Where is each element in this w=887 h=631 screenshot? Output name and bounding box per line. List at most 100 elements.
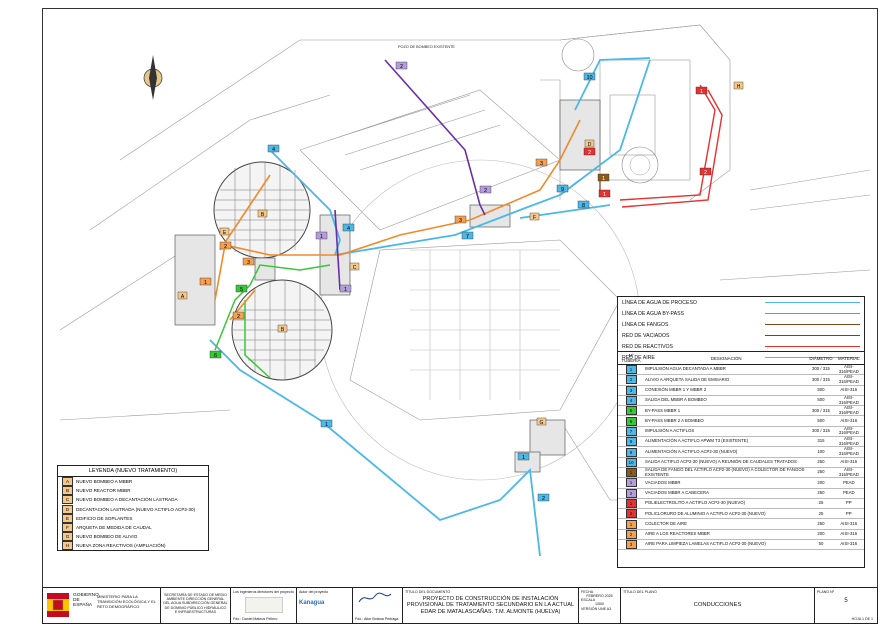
legend-line-label: LÍNEA DE AGUA BY-PASS bbox=[622, 310, 684, 317]
pipe-tag: 2 bbox=[699, 167, 712, 176]
pipe-designation: AIRE A LOS REACTORES MBBR bbox=[644, 529, 809, 541]
pipe-designation: ALIMENTACIÓN A ACTIFLO ACP2-30 (NUEVO) bbox=[644, 446, 809, 458]
pipe-designation: SALIDA DE FANGO DEL ACTIFLO ACP2-30 (NUE… bbox=[644, 467, 809, 479]
pipe-material: PEAD bbox=[833, 488, 864, 499]
pipe-number-tag: 9 bbox=[625, 447, 637, 457]
pipe-number-tag: 8 bbox=[625, 437, 637, 447]
pipe-number-cell: 8 bbox=[618, 436, 645, 448]
pipe-diameter: 50 bbox=[808, 539, 834, 551]
plan-title: CONDUCCIONES bbox=[693, 602, 742, 608]
plan-no-label: PLANO Nº bbox=[817, 590, 835, 594]
svg-text:B: B bbox=[261, 212, 265, 218]
bypass-lines bbox=[214, 264, 331, 379]
pipe-table-header: DIÁMETRO bbox=[808, 351, 834, 365]
pipe-tag: 3 bbox=[454, 215, 467, 224]
new-legend-title: LEYENDA (NUEVO TRATAMIENTO) bbox=[58, 466, 208, 477]
doc-title: PROYECTO DE CONSTRUCCIÓN DE INSTALACIÓN … bbox=[406, 596, 575, 615]
svg-text:C: C bbox=[353, 265, 357, 271]
svg-text:G: G bbox=[540, 420, 544, 426]
pipe-material: AISI-316 bbox=[833, 457, 864, 468]
legend-line-swatch bbox=[765, 301, 860, 304]
pipe-number-cell: 5 bbox=[618, 405, 645, 417]
place-letter-a: A bbox=[177, 291, 188, 300]
pipe-designation: VACIADOS MBBR bbox=[644, 477, 809, 489]
new-legend-text: NUEVO BOMBEO DE ALIVIO bbox=[76, 534, 138, 540]
svg-text:1: 1 bbox=[602, 176, 605, 182]
pipe-table-header: Nº TUBERÍA bbox=[618, 351, 645, 365]
pipe-diameter: 300 / 315 bbox=[808, 405, 834, 417]
reagent-lines bbox=[619, 84, 723, 208]
svg-text:6: 6 bbox=[214, 353, 217, 359]
pipe-designation: VACIADOS MBBR A CABECERA bbox=[644, 488, 809, 499]
pipe-number-tag: 10 bbox=[625, 457, 637, 467]
pipe-number-tag: 1 bbox=[625, 519, 637, 529]
new-legend-text: NUEVA ZONA REACTIVOS (AMPLIACIÓN) bbox=[76, 543, 166, 549]
pipe-number-cell: 1 bbox=[618, 477, 645, 489]
legend-line-row: LÍNEA DE AGUA BY-PASS bbox=[618, 308, 864, 319]
pipe-tag: 9 bbox=[556, 184, 569, 193]
pipe-material: PP bbox=[833, 498, 864, 510]
place-letter-e: E bbox=[219, 227, 230, 236]
legend-line-label: LÍNEA DE AGUA DE PROCESO bbox=[622, 299, 697, 306]
pipe-tag: 2 bbox=[232, 311, 245, 320]
pipe-number-tag: 2 bbox=[625, 529, 637, 539]
svg-text:H: H bbox=[737, 84, 741, 90]
pipe-diameter: 200 bbox=[808, 529, 834, 541]
svg-text:1: 1 bbox=[344, 287, 347, 293]
pipe-diameter: 500 bbox=[808, 385, 834, 396]
pipe-designation: POLICLORURO DE ALUMINIO A ACTIFLO ACP2-3… bbox=[644, 508, 809, 520]
pipe-number-tag: 3 bbox=[625, 540, 637, 550]
pipe-number-tag: 2 bbox=[625, 488, 637, 498]
pipe-tag: 2 bbox=[583, 147, 596, 156]
plan-no: 5 bbox=[844, 598, 848, 604]
pipe-designation: IMPULSIÓN A ACTIFLOS bbox=[644, 426, 809, 438]
existing-well-label: POZO DE BOMBEO EXISTENTE bbox=[398, 45, 455, 49]
pipe-material: AISI-316/PEAD bbox=[833, 374, 864, 386]
svg-text:1: 1 bbox=[325, 422, 328, 428]
new-legend-text: NUEVO BOMBEO A DECANTACIÓN LASTRADA bbox=[76, 497, 178, 503]
pipe-diameter: 300 / 315 bbox=[808, 364, 834, 376]
legend-line-label: RED DE REACTIVOS bbox=[622, 343, 674, 350]
svg-text:2: 2 bbox=[704, 170, 707, 176]
place-letter-c: C bbox=[349, 262, 360, 271]
pipe-number-tag: 3 bbox=[625, 385, 637, 395]
pipe-tag: 1 bbox=[517, 452, 530, 461]
pipe-diameter: 25 bbox=[808, 508, 834, 520]
svg-text:7: 7 bbox=[466, 234, 469, 240]
director-signature-stamp bbox=[244, 597, 283, 613]
scale-label: ESCALA bbox=[581, 598, 596, 602]
pipe-material: AISI-316/PEAD bbox=[833, 426, 864, 438]
svg-text:2: 2 bbox=[400, 64, 403, 70]
place-letter-f: F bbox=[529, 212, 540, 221]
pipe-tag: 2 bbox=[219, 241, 232, 250]
ministry-logo-cell: GOBIERNO DE ESPAÑA MINISTERIO PARA LA TR… bbox=[43, 588, 161, 623]
pipe-material: AISI-316 bbox=[833, 529, 864, 541]
ministry-label: MINISTERIO PARA LA TRANSICIÓN ECOLÓGICA … bbox=[97, 594, 156, 609]
pipe-number-tag: 7 bbox=[625, 426, 637, 436]
pipe-tag: 1 bbox=[598, 189, 611, 198]
pipe-tags: 10 1 2 4 4 7 8 9 1 5 6 3 3 3 2 2 1 1 2 2… bbox=[199, 61, 712, 502]
pipe-number-cell: 3 bbox=[618, 539, 645, 551]
pipe-tag: 4 bbox=[342, 223, 355, 232]
pipe-designation: AIRE PARA LIMPIEZA LAMELAS ACTIFLO ACP2-… bbox=[644, 539, 809, 551]
pipe-legend: LÍNEA DE AGUA DE PROCESO LÍNEA DE AGUA BY… bbox=[617, 296, 865, 568]
svg-text:2: 2 bbox=[237, 314, 240, 320]
pipe-number-tag: 2 bbox=[625, 375, 637, 385]
pipe-designation: CONEXIÓN MBBR 1 Y MBBR 2 bbox=[644, 385, 809, 396]
legend-line-label: RED DE VACIADOS bbox=[622, 332, 670, 339]
pipe-table-row: 3 AIRE PARA LIMPIEZA LAMELAS ACTIFLO ACP2… bbox=[618, 539, 864, 551]
new-legend-text: NUEVO BOMBEO A MBBR bbox=[76, 479, 133, 485]
